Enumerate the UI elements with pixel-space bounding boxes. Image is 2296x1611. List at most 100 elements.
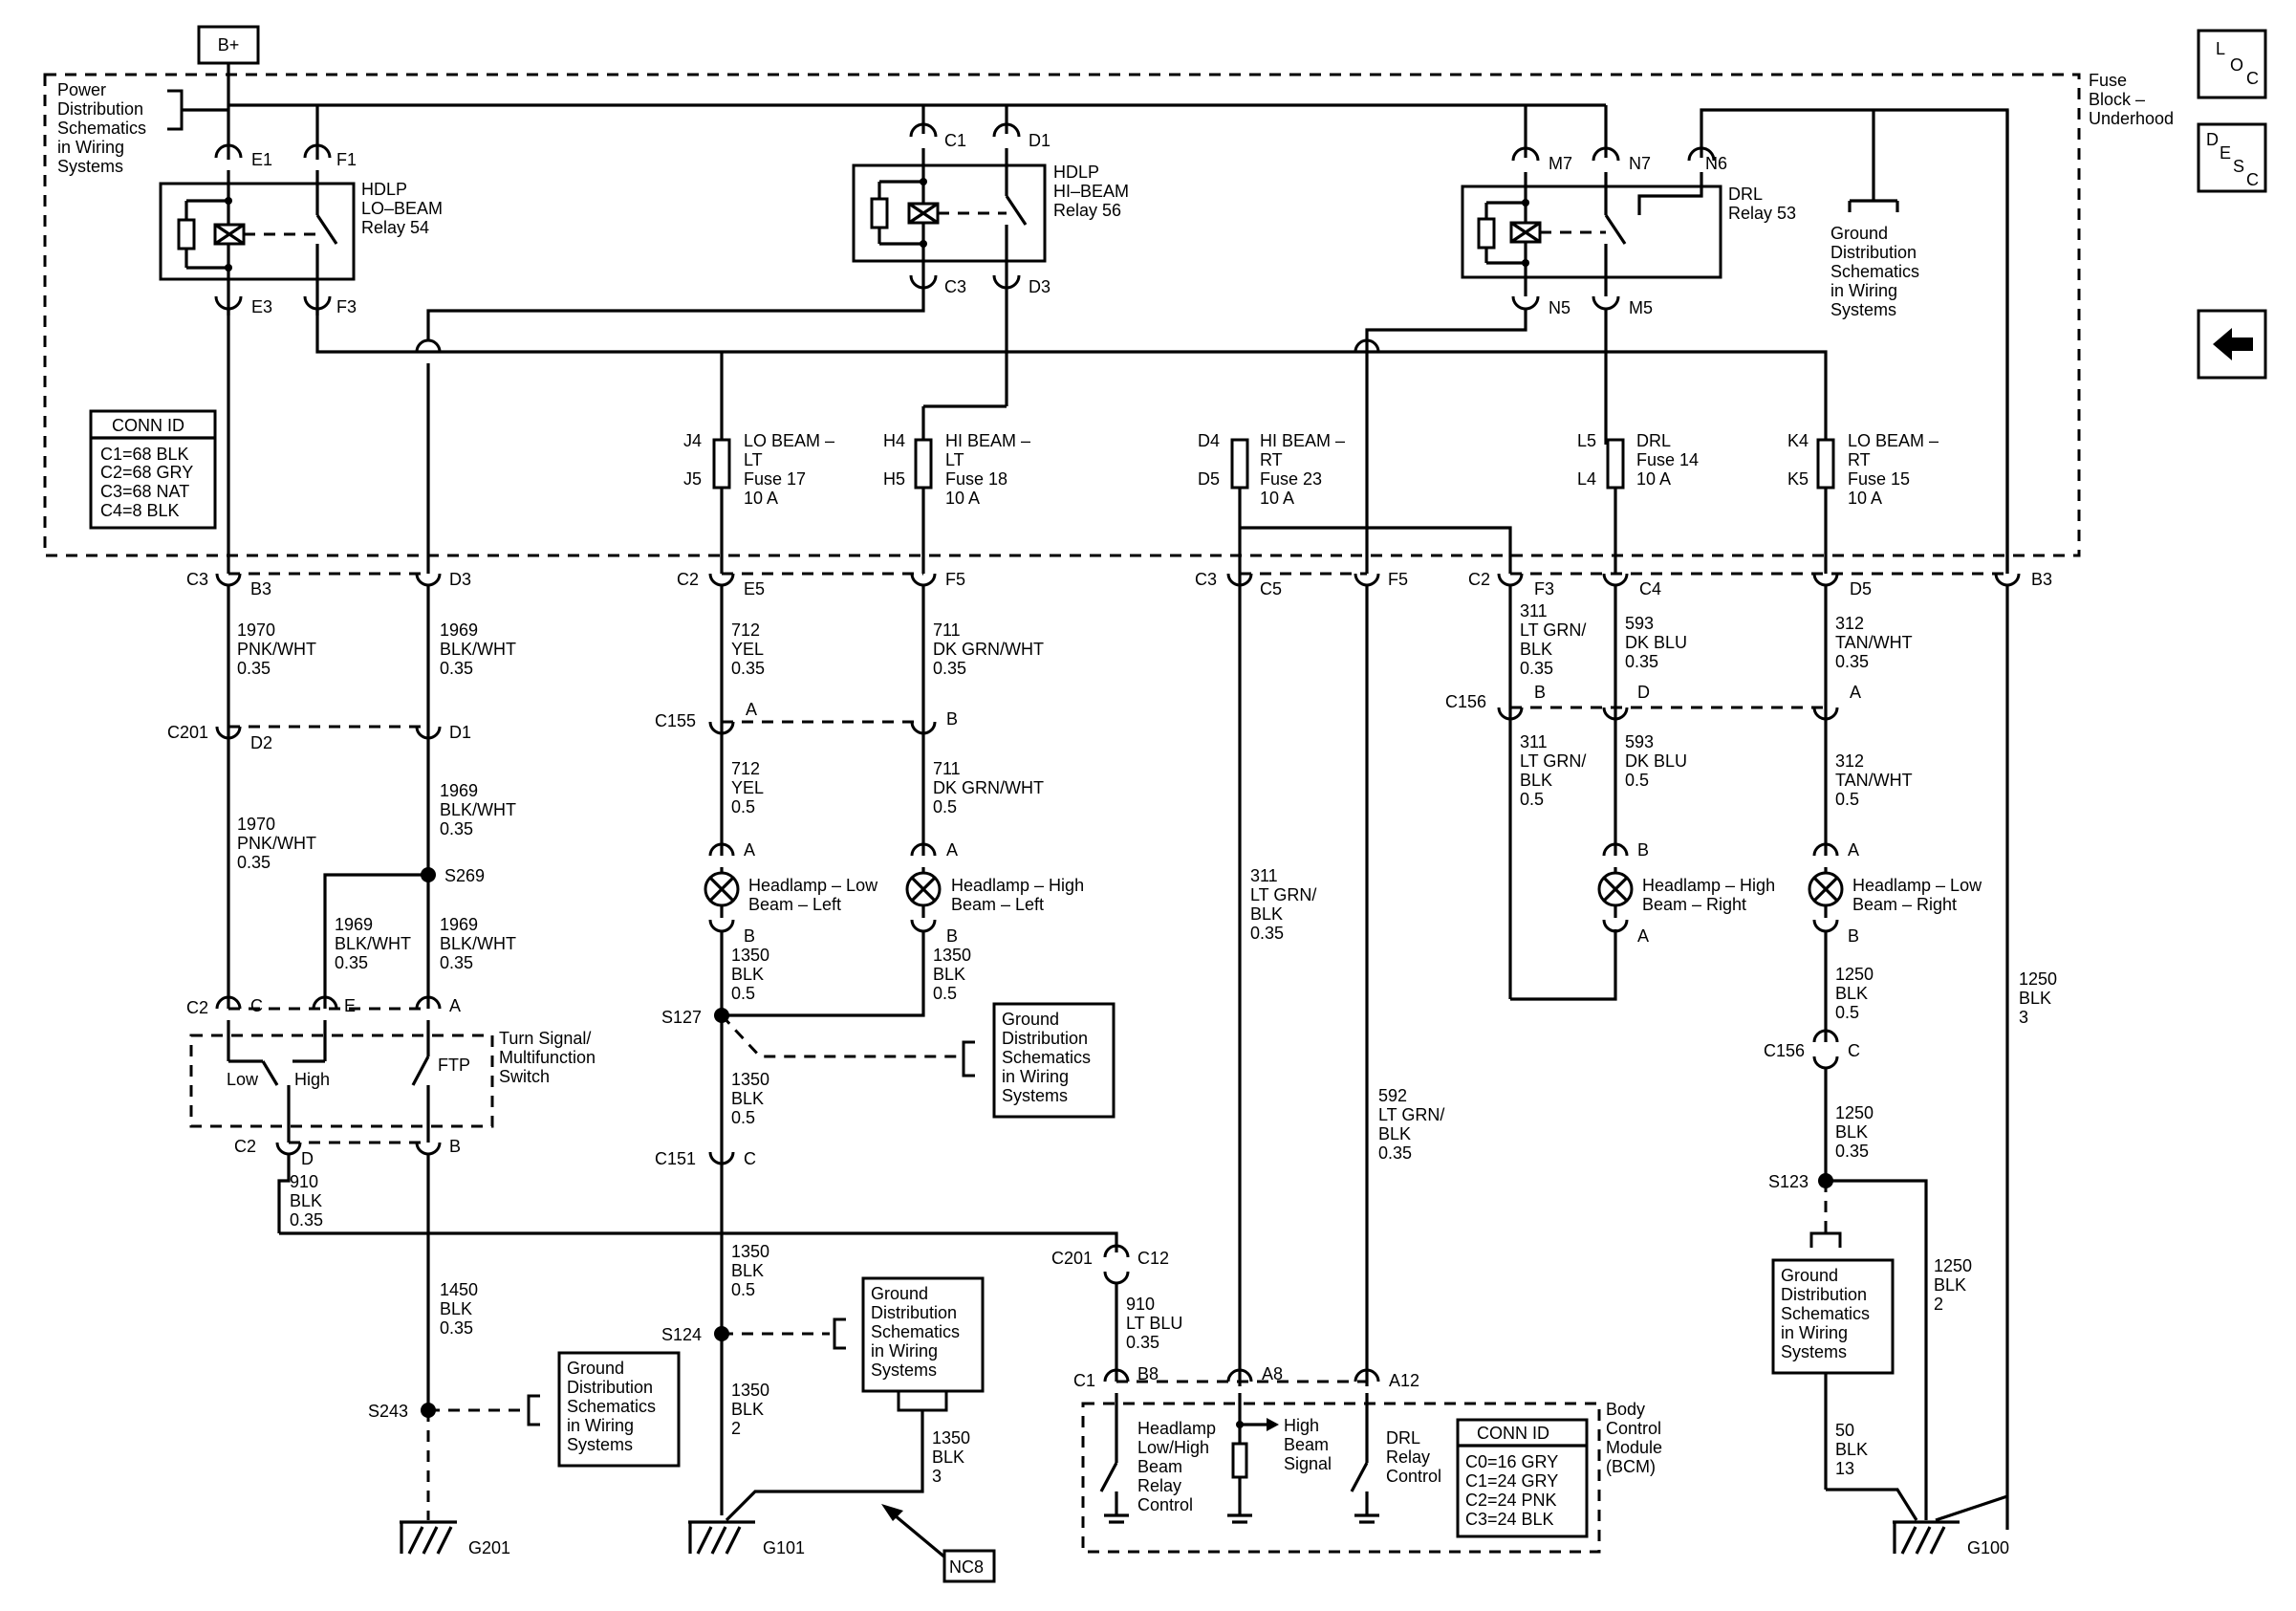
svg-text:Low/High: Low/High <box>1137 1438 1209 1457</box>
svg-text:712: 712 <box>731 759 760 778</box>
svg-text:HDLP: HDLP <box>361 180 407 199</box>
svg-text:LT GRN/: LT GRN/ <box>1250 885 1316 904</box>
back-arrow-icon[interactable] <box>2197 309 2267 380</box>
svg-text:0.35: 0.35 <box>1835 652 1869 671</box>
wire-labels-right: 1250 BLK 0.5 1250 BLK 0.35 1250 BLK 2 12… <box>1835 965 2057 1478</box>
svg-text:HI–BEAM: HI–BEAM <box>1053 182 1129 201</box>
svg-text:N5: N5 <box>1549 298 1570 317</box>
svg-text:A8: A8 <box>1262 1364 1283 1383</box>
ground-g201-icon <box>400 1520 457 1555</box>
svg-text:DK BLU: DK BLU <box>1625 633 1687 652</box>
svg-text:Schematics: Schematics <box>57 119 146 138</box>
svg-text:0.35: 0.35 <box>1378 1143 1412 1163</box>
svg-text:D: D <box>1637 683 1650 702</box>
svg-text:Power: Power <box>57 80 106 99</box>
ground-dist-box-s124 <box>861 1276 985 1393</box>
svg-text:BLK: BLK <box>1378 1124 1411 1143</box>
svg-text:C151: C151 <box>655 1149 696 1168</box>
svg-text:NC8: NC8 <box>949 1557 984 1577</box>
svg-text:C3: C3 <box>186 570 208 589</box>
svg-text:Underhood: Underhood <box>2089 109 2174 128</box>
svg-text:in Wiring: in Wiring <box>57 138 124 157</box>
svg-text:HI BEAM –: HI BEAM – <box>1260 431 1345 450</box>
svg-text:F5: F5 <box>945 570 965 589</box>
svg-text:Ground: Ground <box>871 1284 928 1303</box>
svg-text:Systems: Systems <box>567 1435 633 1454</box>
svg-text:A12: A12 <box>1389 1371 1419 1390</box>
svg-text:D1: D1 <box>1029 131 1051 150</box>
svg-text:Beam – Right: Beam – Right <box>1642 895 1746 914</box>
svg-text:Distribution: Distribution <box>57 99 143 119</box>
bcm-label: Body Control Module (BCM) <box>1606 1400 1662 1476</box>
svg-text:Schematics: Schematics <box>1830 262 1919 281</box>
svg-text:0.5: 0.5 <box>933 984 957 1003</box>
svg-text:LT GRN/: LT GRN/ <box>1520 620 1586 640</box>
svg-text:C2=24 PNK: C2=24 PNK <box>1465 1491 1557 1510</box>
svg-text:592: 592 <box>1378 1086 1407 1105</box>
svg-text:10 A: 10 A <box>1848 489 1882 508</box>
svg-text:1250: 1250 <box>1934 1256 1972 1275</box>
svg-text:0.35: 0.35 <box>237 659 271 678</box>
svg-text:Headlamp – Low: Headlamp – Low <box>1852 876 1982 895</box>
svg-text:BLK: BLK <box>731 1400 764 1419</box>
svg-text:B: B <box>1637 840 1649 860</box>
svg-text:Beam – Left: Beam – Left <box>951 895 1044 914</box>
svg-text:C2: C2 <box>186 998 208 1017</box>
svg-text:E5: E5 <box>744 579 765 599</box>
bcm-relay-ctrl-label: Headlamp Low/High Beam Relay Control <box>1137 1419 1216 1514</box>
nc8-box <box>942 1549 996 1583</box>
svg-text:BLK: BLK <box>1835 1440 1868 1459</box>
svg-text:C3=24 BLK: C3=24 BLK <box>1465 1510 1554 1529</box>
svg-text:712: 712 <box>731 620 760 640</box>
svg-text:0.5: 0.5 <box>731 1108 755 1127</box>
svg-text:Fuse 14: Fuse 14 <box>1636 450 1699 469</box>
svg-text:HDLP: HDLP <box>1053 163 1099 182</box>
svg-text:D5: D5 <box>1850 579 1872 599</box>
svg-text:0.5: 0.5 <box>731 797 755 816</box>
svg-text:LO BEAM –: LO BEAM – <box>744 431 834 450</box>
svg-text:L5: L5 <box>1577 431 1596 450</box>
fuse-block-label: Fuse Block – Underhood <box>2089 71 2174 128</box>
svg-text:Systems: Systems <box>1002 1086 1068 1105</box>
svg-text:LO BEAM –: LO BEAM – <box>1848 431 1939 450</box>
loc-button[interactable]: L O C <box>2197 29 2267 99</box>
svg-text:BLK: BLK <box>1835 984 1868 1003</box>
svg-text:B: B <box>449 1137 461 1156</box>
svg-text:S123: S123 <box>1768 1172 1809 1191</box>
svg-text:N7: N7 <box>1629 154 1651 173</box>
bcm-drl-ctrl-label: DRL Relay Control <box>1386 1428 1441 1486</box>
ground-dist-top-label: Ground Distribution Schematics in Wiring… <box>1830 224 1919 319</box>
svg-text:Fuse: Fuse <box>2089 71 2127 90</box>
svg-text:D3: D3 <box>1029 277 1051 296</box>
svg-text:D4: D4 <box>1198 431 1220 450</box>
svg-text:YEL: YEL <box>731 640 764 659</box>
svg-text:Systems: Systems <box>57 157 123 176</box>
svg-text:C3: C3 <box>944 277 966 296</box>
svg-text:Fuse 23: Fuse 23 <box>1260 469 1322 489</box>
svg-text:D3: D3 <box>449 570 471 589</box>
svg-text:LT GRN/: LT GRN/ <box>1520 751 1586 771</box>
ground-dist-box-s123 <box>1771 1258 1895 1375</box>
svg-text:C12: C12 <box>1137 1249 1169 1268</box>
svg-text:0.35: 0.35 <box>1835 1142 1869 1161</box>
svg-text:Distribution: Distribution <box>1002 1029 1088 1048</box>
svg-text:Relay 56: Relay 56 <box>1053 201 1121 220</box>
svg-text:0.5: 0.5 <box>731 1280 755 1299</box>
svg-text:G101: G101 <box>763 1538 805 1557</box>
wire-labels-lower-left: 1350 BLK 0.5 1350 BLK 0.5 1350 BLK 0.5 <box>731 946 971 1127</box>
svg-text:in Wiring: in Wiring <box>1830 281 1897 300</box>
svg-text:Control: Control <box>1137 1495 1193 1514</box>
svg-text:DK GRN/WHT: DK GRN/WHT <box>933 640 1044 659</box>
svg-text:BLK: BLK <box>1835 1122 1868 1142</box>
svg-text:Distribution: Distribution <box>567 1378 653 1397</box>
svg-text:BLK/WHT: BLK/WHT <box>335 934 411 953</box>
svg-text:S124: S124 <box>661 1325 702 1344</box>
desc-button[interactable]: D E S C <box>2197 122 2267 193</box>
svg-text:BLK: BLK <box>440 1299 472 1318</box>
svg-text:LT: LT <box>945 450 964 469</box>
svg-text:High: High <box>1284 1416 1319 1435</box>
svg-text:Fuse 18: Fuse 18 <box>945 469 1007 489</box>
svg-text:Relay 53: Relay 53 <box>1728 204 1796 223</box>
svg-text:1350: 1350 <box>933 946 971 965</box>
svg-text:1350: 1350 <box>932 1428 970 1448</box>
